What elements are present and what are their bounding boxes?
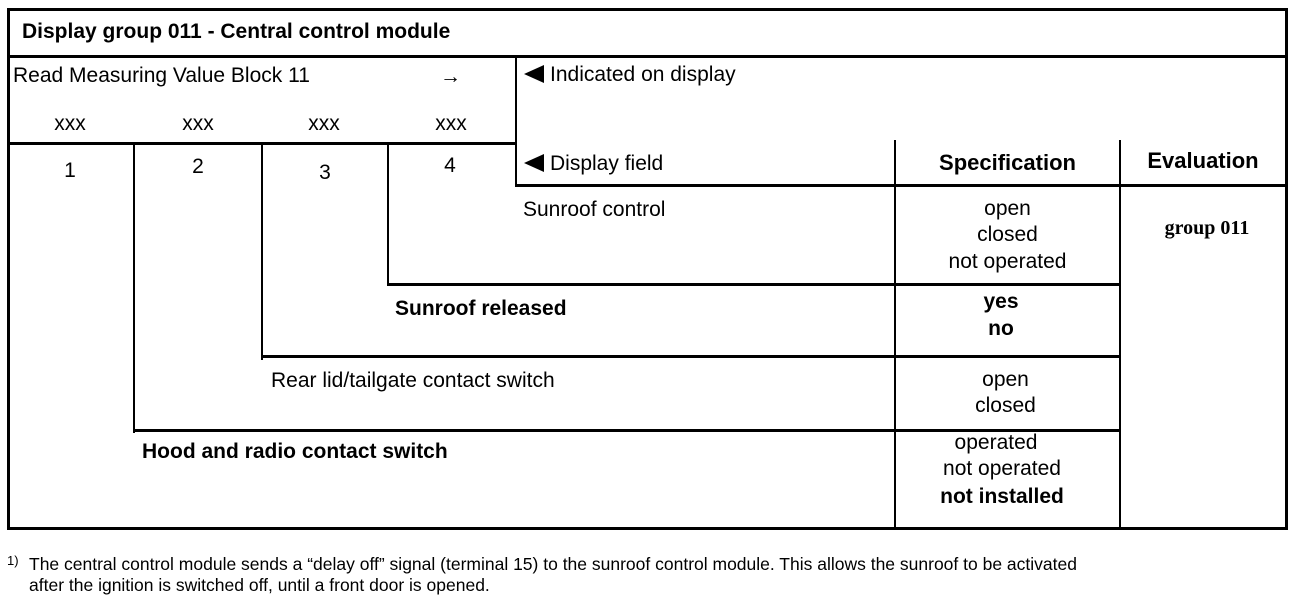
row-sunroof-control-spec-not-operated: not operated	[948, 250, 1067, 273]
row-rear-lid-spec-open: open	[982, 368, 1029, 391]
row-hood-radio-label: Hood and radio contact switch	[142, 440, 448, 463]
display-field-label: Display field	[524, 151, 663, 177]
field-number-3: 3	[319, 161, 331, 184]
xxx-1: xxx	[54, 112, 86, 135]
footnote-mark: 1)	[7, 553, 19, 568]
bracket-col-2-vertical	[133, 143, 135, 433]
table-title: Display group 011 - Central control modu…	[22, 20, 451, 43]
row-sunroof-control-spec-closed: closed	[977, 223, 1038, 246]
row-sunroof-released-spec-yes: yes	[983, 290, 1019, 313]
spec-col-left-line	[894, 140, 896, 530]
row-hood-radio-spec-not-operated: not operated	[943, 457, 1061, 480]
title-divider	[7, 55, 1288, 58]
row-hood-radio-spec-operated: operated	[954, 431, 1038, 454]
evaluation-value: group 011	[1164, 217, 1250, 239]
field-number-1: 1	[64, 159, 76, 182]
footnote-line-1: The central control module sends a “dela…	[29, 554, 1077, 574]
header-bottom-line	[515, 184, 1288, 187]
xxx-2: xxx	[182, 112, 214, 135]
triangle-pointer-icon	[524, 65, 544, 83]
specification-header: Specification	[939, 150, 1076, 175]
row3-bottom-line	[133, 429, 1121, 432]
header-split-vertical	[515, 58, 517, 186]
row-rear-lid-spec-closed: closed	[975, 394, 1036, 417]
row1-bottom-line	[387, 283, 1121, 286]
read-block-label: Read Measuring Value Block 11	[13, 64, 310, 87]
evaluation-header: Evaluation	[1147, 148, 1259, 173]
field-number-4: 4	[444, 154, 456, 177]
row-sunroof-released-spec-no: no	[988, 317, 1014, 340]
frame-top	[7, 8, 1288, 11]
field-number-2: 2	[192, 155, 204, 178]
indicated-on-display-label: Indicated on display	[524, 62, 736, 88]
bracket-col-4-vertical	[387, 143, 389, 286]
frame-left	[7, 8, 10, 530]
row2-bottom-line	[261, 355, 1121, 358]
row-sunroof-control-label: Sunroof control	[523, 198, 666, 221]
row-rear-lid-label: Rear lid/tailgate contact switch	[271, 369, 555, 392]
arrow-icon: →	[440, 65, 461, 88]
bracket-col-3-vertical	[261, 143, 263, 360]
row-sunroof-control-spec-open: open	[984, 197, 1031, 220]
triangle-pointer-icon	[524, 154, 544, 172]
xxx-4: xxx	[435, 112, 467, 135]
footnote-text: The central control module sends a “dela…	[29, 554, 1077, 596]
frame-bottom	[7, 527, 1288, 530]
frame-right	[1285, 8, 1288, 530]
spec-col-right-line	[1119, 140, 1121, 530]
xxx-3: xxx	[308, 112, 340, 135]
row-sunroof-released-label: Sunroof released	[395, 297, 567, 320]
footnote-line-2: after the ignition is switched off, unti…	[29, 575, 490, 595]
row-hood-radio-spec-not-installed: not installed	[940, 485, 1064, 508]
